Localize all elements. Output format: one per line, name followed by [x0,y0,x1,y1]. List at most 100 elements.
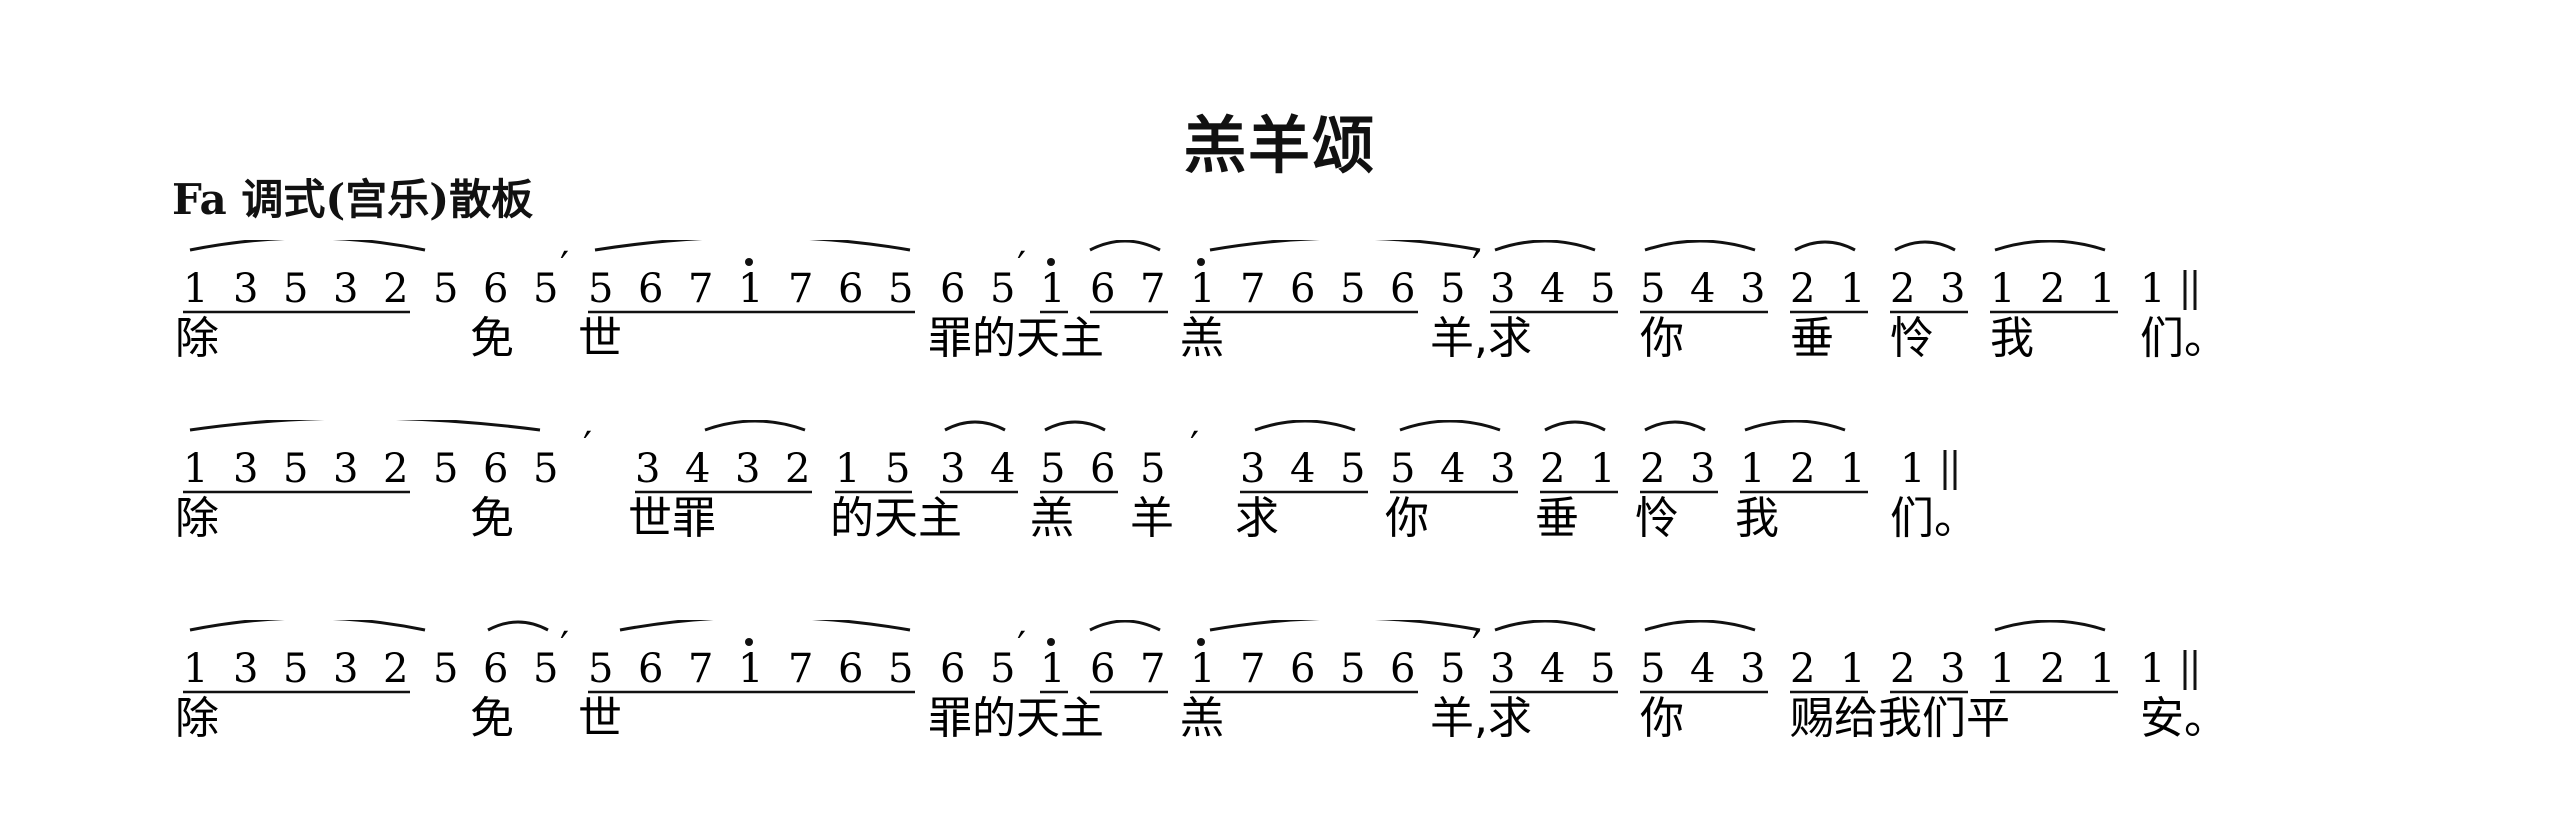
fermata-icon: * [1788,420,1808,440]
lyric: 罪的天主 [928,313,1104,364]
note: 5 [283,266,308,312]
lyric: 垂 [1535,493,1579,544]
note: 4 [1690,646,1715,692]
note: 6 [638,646,663,692]
high-octave-dot [1197,258,1205,266]
note: 5 [283,646,308,692]
lyrics-row-2: 除 免 世罪 的天主 羔 羊 求 你 垂 怜 我 们。 [175,493,1978,544]
note: 5 [1340,266,1365,312]
note: 7 [788,646,813,692]
note: 5 [283,446,308,492]
note: 1 [183,266,208,312]
note: 4 [1690,266,1715,312]
note: 6 [1090,266,1115,312]
lyric: 世罪 [628,493,716,544]
note: 3 [1240,446,1265,492]
note: 2 [1640,446,1665,492]
note: 2 [2040,646,2065,692]
lyric: 你 [1640,313,1684,364]
breath-mark: ′ [560,624,569,670]
note: 3 [1940,266,1965,312]
note: 2 [383,266,408,312]
note: 5 [433,266,458,312]
note: 3 [1490,446,1515,492]
note: 1 [2140,646,2165,692]
note: 5 [1590,646,1615,692]
lyric: 你 [1640,693,1684,744]
score-row-2: 1 3 5 3 2 5 6 5 ′ 3 4 3 2 1 5 3 4 5 6 5 … [0,420,2560,590]
notes-row-3: 1 3 5 3 2 5 6 5 ′ 5 6 7 1 7 6 5 6 5 ′ 1 … [183,620,2197,694]
note: 5 [588,266,613,312]
note: 7 [688,646,713,692]
note: 7 [1240,266,1265,312]
high-octave-dot [1047,638,1055,646]
high-octave-dot [745,258,753,266]
breath-mark: ′ [583,424,592,470]
note: 5 [588,646,613,692]
note: 6 [1290,646,1315,692]
mode-label: Fa 调式(宫乐)散板 [172,175,534,224]
fermata-icon: * [2040,620,2060,640]
lyric: 罪的天主 [928,693,1104,744]
lyric: 羔 [1030,493,1074,544]
lyrics-row-3: 除 免 世 罪的天主 羔 羊,求 你 赐给我们平 安。 [175,693,2228,744]
note: 3 [333,266,358,312]
lyric: 世 [578,693,622,744]
high-octave-dot [745,638,753,646]
page-title: 羔羊颂 [1183,109,1376,182]
note: 1 [2140,266,2165,312]
note: 1 [1040,266,1065,312]
lyrics-row-1: 除 免 世 罪的天主 羔 羊,求 你 垂 怜 我 们。 [175,313,2228,364]
lyric: 怜 [1890,313,1934,364]
note: 3 [735,446,760,492]
note: 7 [1140,266,1165,312]
note: 1 [1990,266,2015,312]
note: 1 [1190,266,1215,312]
note: 2 [1790,266,1815,312]
note: 2 [2040,266,2065,312]
note: 6 [1090,646,1115,692]
breath-mark: ′ [1190,424,1199,470]
lyric: 免 [470,313,514,364]
notes-row-1: 1 3 5 3 2 5 6 5 ′ 5 6 7 1 7 6 5 6 5 ′ 1 … [183,240,2197,314]
note: 5 [533,266,558,312]
note: 5 [885,446,910,492]
lyric: 除 [175,313,219,364]
note: 1 [183,446,208,492]
note: 3 [1740,266,1765,312]
note: 1 [1840,266,1865,312]
lyric: 怜 [1635,493,1679,544]
lyric: 赐给我们平 [1790,693,2010,744]
note: 1 [2090,646,2115,692]
note: 5 [1040,446,1065,492]
note: 5 [888,266,913,312]
breath-mark: ′ [560,244,569,290]
note: 1 [1840,446,1865,492]
breath-mark: ′ [1472,244,1481,290]
note: 2 [785,446,810,492]
note: 3 [1940,646,1965,692]
note: 1 [1190,646,1215,692]
lyric: 羊,求 [1430,693,1532,744]
note: 6 [838,646,863,692]
note: 7 [688,266,713,312]
note: 5 [888,646,913,692]
note: 3 [1490,266,1515,312]
note: 5 [990,646,1015,692]
note: 1 [1040,646,1065,692]
note: 5 [1140,446,1165,492]
lyric: 们。 [2140,313,2228,364]
note: 5 [433,646,458,692]
lyric: 羔 [1180,313,1224,364]
note: 3 [940,446,965,492]
lyric: 世 [578,313,622,364]
note: 3 [233,446,258,492]
note: 5 [1340,646,1365,692]
breath-mark: ′ [1017,624,1026,670]
note: 5 [1640,266,1665,312]
note: 6 [483,266,508,312]
note: 2 [383,446,408,492]
note: 2 [1890,266,1915,312]
notes-row-2: 1 3 5 3 2 5 6 5 ′ 3 4 3 2 1 5 3 4 5 6 5 … [183,420,1957,494]
note: 2 [1890,646,1915,692]
